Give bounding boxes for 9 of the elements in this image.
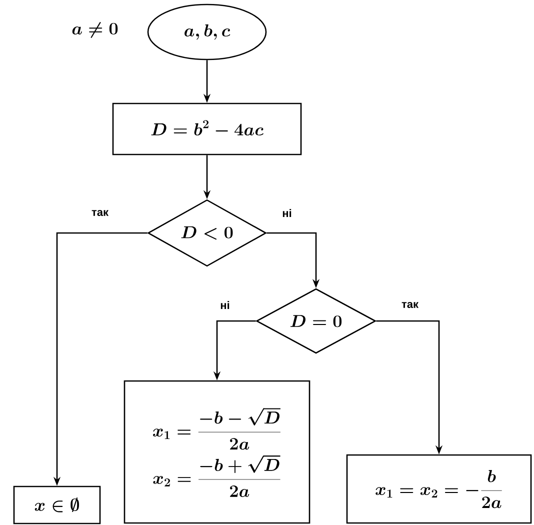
- condition-text: $a \neq 0$: [72, 22, 118, 38]
- edge-label: так: [90, 208, 110, 217]
- process-box: $x_{1} = \frac{-b - \sqrt{D}}{2a}$ $x_{2} = \frac{-b + \sqrt{D}}{2a}$: [124, 380, 310, 524]
- process-box: $D = b^{2} - 4ac$: [112, 102, 302, 156]
- process-box: $x \in \emptyset$: [13, 486, 101, 524]
- edge-label: ні: [281, 208, 293, 218]
- process-box: $x_{1} = x_{2} = -\frac{b}{2a}$: [346, 454, 532, 524]
- edge-label: так: [400, 300, 420, 309]
- edge-label: ні: [219, 300, 231, 310]
